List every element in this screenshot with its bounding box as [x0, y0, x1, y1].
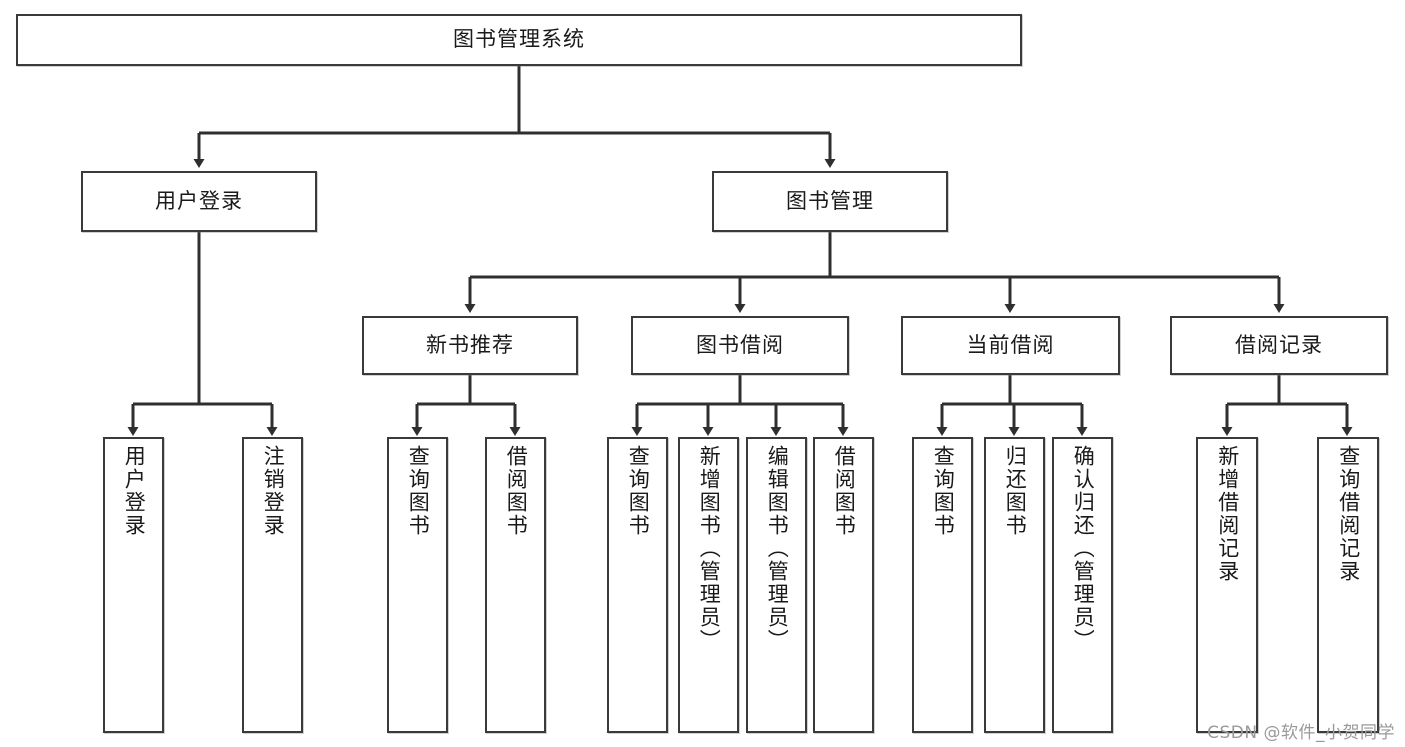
- node-leaf-add-book[interactable]: 新增图书（管理员）: [678, 437, 739, 733]
- node-leaf-edit-book[interactable]: 编辑图书（管理员）: [746, 437, 807, 733]
- watermark: CSDN @软件_小贺同学: [1207, 723, 1395, 743]
- node-new-book-rec-label: 新书推荐: [426, 332, 514, 357]
- node-root[interactable]: 图书管理系统: [16, 14, 1022, 66]
- node-book-borrow-label: 图书借阅: [696, 332, 784, 357]
- node-leaf-add-book-label: 新增图书（管理员）: [697, 445, 722, 652]
- node-user-login-label: 用户登录: [155, 188, 243, 213]
- node-borrow-record-label: 借阅记录: [1235, 332, 1323, 357]
- node-leaf-return-book-label: 归还图书: [1003, 445, 1028, 537]
- node-leaf-query-book-3[interactable]: 查询图书: [912, 437, 973, 733]
- node-leaf-confirm-return[interactable]: 确认归还（管理员）: [1052, 437, 1113, 733]
- node-leaf-query-book-3-label: 查询图书: [931, 445, 956, 537]
- node-book-borrow[interactable]: 图书借阅: [631, 316, 849, 375]
- node-leaf-logout-label: 注销登录: [261, 445, 286, 537]
- node-leaf-query-record-label: 查询借阅记录: [1336, 445, 1361, 583]
- node-leaf-confirm-return-label: 确认归还（管理员）: [1071, 445, 1096, 652]
- node-leaf-query-book-2-label: 查询图书: [626, 445, 651, 537]
- node-leaf-query-book-1-label: 查询图书: [406, 445, 431, 537]
- node-leaf-borrow-book-2[interactable]: 借阅图书: [813, 437, 874, 733]
- node-book-manage-label: 图书管理: [786, 188, 874, 213]
- node-leaf-add-record[interactable]: 新增借阅记录: [1196, 437, 1258, 733]
- node-borrow-record[interactable]: 借阅记录: [1170, 316, 1388, 375]
- node-leaf-logout[interactable]: 注销登录: [242, 437, 303, 733]
- node-leaf-user-login-label: 用户登录: [122, 445, 147, 537]
- node-leaf-return-book[interactable]: 归还图书: [984, 437, 1045, 733]
- node-leaf-add-record-label: 新增借阅记录: [1215, 445, 1240, 583]
- node-book-manage[interactable]: 图书管理: [712, 171, 948, 232]
- node-leaf-query-book-2[interactable]: 查询图书: [607, 437, 668, 733]
- node-leaf-borrow-book-1[interactable]: 借阅图书: [485, 437, 546, 733]
- node-leaf-query-book-1[interactable]: 查询图书: [387, 437, 448, 733]
- node-root-label: 图书管理系统: [453, 27, 585, 52]
- node-leaf-edit-book-label: 编辑图书（管理员）: [765, 445, 790, 652]
- node-new-book-rec[interactable]: 新书推荐: [362, 316, 578, 375]
- node-current-borrow[interactable]: 当前借阅: [901, 316, 1120, 375]
- node-leaf-borrow-book-1-label: 借阅图书: [504, 445, 529, 537]
- node-user-login[interactable]: 用户登录: [81, 171, 317, 232]
- node-leaf-user-login[interactable]: 用户登录: [103, 437, 164, 733]
- node-current-borrow-label: 当前借阅: [966, 332, 1055, 357]
- node-leaf-borrow-book-2-label: 借阅图书: [832, 445, 857, 537]
- node-leaf-query-record[interactable]: 查询借阅记录: [1317, 437, 1379, 733]
